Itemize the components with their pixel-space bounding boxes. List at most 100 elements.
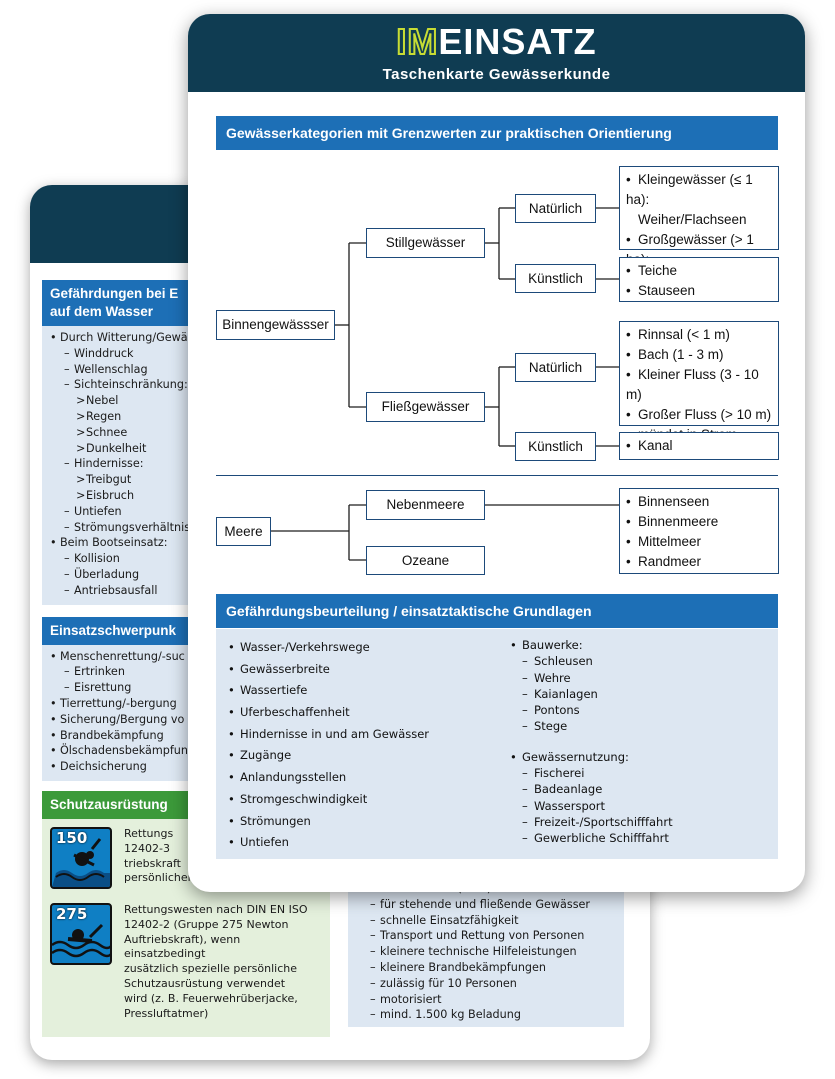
risk-factor-item: Untiefen xyxy=(228,832,429,854)
focus-item: Ölschadensbekämpfun xyxy=(50,743,630,759)
logo-einsatz: EINSATZ xyxy=(438,21,597,62)
hazards-title-line2: auf dem Wasser xyxy=(50,304,154,319)
flowing-natural-item: Rinnsal (< 1 m) xyxy=(626,325,772,345)
node-still-natuerlich: Natürlich xyxy=(515,194,596,223)
focus-item: Menschenrettung/-suc xyxy=(50,649,630,665)
node-nebenmeere: Nebenmeere xyxy=(366,490,485,520)
sign-275-line: Schutzausrüstung verwendet xyxy=(124,976,286,990)
hazard-item: Beim Bootseinsatz: xyxy=(50,535,630,551)
tree-connectors xyxy=(271,207,619,561)
mzb-item: schnelle Einsatzfähigkeit xyxy=(356,913,616,929)
mzb-item: für stehende und fließende Gewässer xyxy=(356,897,616,913)
life-vest-150-sign-icon: 150 xyxy=(50,826,112,889)
sign-150-number: 150 xyxy=(56,828,88,847)
still-natural-item: Kleingewässer (≤ 1 ha): xyxy=(626,170,772,210)
hazard-item: Winddruck xyxy=(50,346,630,362)
front-card-header: IMEINSATZ Taschenkarte Gewässerkunde xyxy=(188,14,805,92)
node-ozeane: Ozeane xyxy=(366,546,485,575)
hazard-item: Dunkelheit xyxy=(50,441,630,457)
structures-list: SchleusenWehreKaianlagenPontonsStege xyxy=(510,653,673,734)
structure-item: Kaianlagen xyxy=(510,686,673,702)
node-meere: Meere xyxy=(216,517,271,546)
hazard-item: Strömungsverhältnis xyxy=(50,520,630,536)
focus-item: Tierrettung/-bergung xyxy=(50,696,630,712)
hazard-item: Schnee xyxy=(50,425,630,441)
node-fliess-natuerlich: Natürlich xyxy=(515,353,596,382)
hazard-item: Kollision xyxy=(50,551,630,567)
hazard-item: Eisbruch xyxy=(50,488,630,504)
marginal-sea-item: Binnenmeere xyxy=(626,512,772,532)
node-binnengewaesser: Binnengewässser xyxy=(216,310,335,340)
flowing-artificial-item: Kanal xyxy=(626,436,772,456)
focus-item: Deichsicherung xyxy=(50,759,630,775)
mzb-item: Transport und Rettung von Personen xyxy=(356,928,616,944)
focus-item: Ertrinken xyxy=(50,664,630,680)
node-still-kuenstlich: Künstlich xyxy=(515,264,596,293)
risk-factor-item: Stromgeschwindigkeit xyxy=(228,789,429,811)
mzb-item: kleinere Brandbekämpfungen xyxy=(356,960,616,976)
sign-275-line: Rettungswesten nach DIN EN ISO xyxy=(124,902,308,916)
marginal-sea-item: Binnenseen xyxy=(626,492,772,512)
flowing-natural-item: Großer Fluss (> 10 m) xyxy=(626,405,772,425)
structure-item: Wehre xyxy=(510,670,673,686)
focus-item: Eisrettung xyxy=(50,680,630,696)
marginal-sea-item: Randmeer xyxy=(626,552,772,572)
risk-factor-item: Strömungen xyxy=(228,811,429,833)
flowing-natural-item: Bach (1 - 3 m) xyxy=(626,345,772,365)
sign-275-line: zusätzlich spezielle persönliche xyxy=(124,962,297,976)
water-use-list: FischereiBadeanlageWassersportFreizeit-/… xyxy=(510,765,673,846)
risk-assessment-content: Wasser-/VerkehrswegeGewässerbreiteWasser… xyxy=(216,629,778,859)
flowing-natural-item: Kleiner Fluss (3 - 10 m) xyxy=(626,365,772,405)
list-nebenmeere: BinnenseenBinnenmeereMittelmeerRandmeer xyxy=(619,488,779,574)
node-fliessgewaesser: Fließgewässer xyxy=(366,392,485,422)
hazard-item: Sichteinschränkung: xyxy=(50,377,630,393)
card-subtitle: Taschenkarte Gewässerkunde xyxy=(382,66,611,83)
still-natural-item: Weiher/Flachseen xyxy=(638,212,747,227)
risk-factor-item: Gewässerbreite xyxy=(228,659,429,681)
hazard-item: Treibgut xyxy=(50,472,630,488)
hazard-item: Regen xyxy=(50,409,630,425)
risk-factor-item: Zugänge xyxy=(228,745,429,767)
hazard-item: Wellenschlag xyxy=(50,362,630,378)
hazards-title-line1: Gefährdungen bei E xyxy=(50,286,179,301)
front-card: IMEINSATZ Taschenkarte Gewässerkunde Gew… xyxy=(188,14,805,892)
water-use-item: Fischerei xyxy=(510,765,673,781)
mzb-item: kleinere technische Hilfeleistungen xyxy=(356,944,616,960)
focus-list: Menschenrettung/-sucErtrinkenEisrettungT… xyxy=(50,649,630,775)
marginal-sea-item: Mittelmeer xyxy=(626,532,772,552)
im-einsatz-logo: IMEINSATZ xyxy=(188,21,805,63)
risk-factor-item: Uferbeschaffenheit xyxy=(228,702,429,724)
divider-line xyxy=(216,475,778,476)
hazard-item: Hindernisse: xyxy=(50,456,630,472)
focus-item: Sicherung/Bergung vo xyxy=(50,712,630,728)
logo-im: IM xyxy=(395,21,439,63)
hazard-item: Durch Witterung/Gewä xyxy=(50,330,630,346)
structures-heading: Bauwerke: xyxy=(510,637,673,653)
focus-item: Brandbekämpfung xyxy=(50,728,630,744)
mzb-item: zulässig für 10 Personen xyxy=(356,976,616,992)
hazard-item: Antriebsausfall xyxy=(50,583,630,599)
list-fliess-kuenstlich: Kanal xyxy=(619,432,779,460)
list-still-kuenstlich: TeicheStauseen xyxy=(619,257,779,302)
mzb-info-box: Mehrzweckboot (MZB) nach DIN 14961:für s… xyxy=(348,877,624,1027)
sign-150-line: 12402-3 xyxy=(124,841,170,855)
risk-right-list: Bauwerke: SchleusenWehreKaianlagenPonton… xyxy=(510,637,673,847)
water-use-heading: Gewässernutzung: xyxy=(510,749,673,765)
water-categories-title: Gewässerkategorien mit Grenzwerten zur p… xyxy=(216,116,778,150)
hazard-item: Untiefen xyxy=(50,504,630,520)
risk-factor-item: Hindernisse in und am Gewässer xyxy=(228,724,429,746)
mzb-item: mind. 1.500 kg Beladung xyxy=(356,1007,616,1023)
list-still-natuerlich: Kleingewässer (≤ 1 ha):Weiher/FlachseenG… xyxy=(619,166,779,287)
node-stillgewaesser: Stillgewässer xyxy=(366,228,485,258)
risk-assessment-title: Gefährdungsbeurteilung / einsatztaktisch… xyxy=(216,594,778,628)
sign-150-line: Rettungs xyxy=(124,826,174,840)
hazard-item: Überladung xyxy=(50,567,630,583)
structure-item: Stege xyxy=(510,718,673,734)
sign-275-line: Pressluftatmer) xyxy=(124,1006,209,1020)
water-use-item: Wassersport xyxy=(510,798,673,814)
mzb-item: motorisiert xyxy=(356,992,616,1008)
sign-275-line: wird (z. B. Feuerwehrüberjacke, xyxy=(124,991,298,1005)
sign-275-line: 12402-2 (Gruppe 275 Newton xyxy=(124,917,289,931)
